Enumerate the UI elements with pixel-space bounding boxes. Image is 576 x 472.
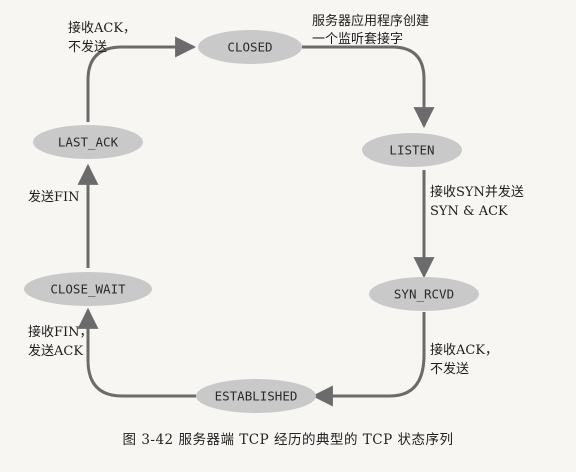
annotation-closed-to-listen-line-2: 一个监听套接字	[312, 31, 403, 47]
state-syn-rcvd-label: SYN_RCVD	[394, 287, 454, 302]
annotation-syn-rcvd-to-established-line-2: 不发送	[430, 361, 469, 377]
annotation-close-wait-to-last-ack: 发送FIN	[28, 189, 80, 205]
arrow-closed-to-listen	[302, 45, 435, 129]
annotation-close-wait-to-last-ack-line-1: 发送FIN	[28, 189, 80, 205]
arrow-syn-rcvd-to-established	[311, 312, 426, 407]
state-last-ack-label: LAST_ACK	[58, 135, 119, 150]
figure-caption: 图 3-42 服务器端 TCP 经历的典型的 TCP 状态序列	[122, 432, 454, 448]
state-close-wait: CLOSE_WAIT	[24, 272, 152, 306]
annotation-closed-to-listen: 服务器应用程序创建 一个监听套接字	[312, 13, 433, 47]
annotation-established-to-close-wait-line-2: 发送ACK	[28, 343, 83, 359]
annotation-listen-to-syn-rcvd: 接收SYN并发送 SYN & ACK	[430, 184, 528, 219]
state-close-wait-label: CLOSE_WAIT	[50, 282, 126, 297]
annotation-last-ack-to-closed: 接收ACK， 不发送	[68, 20, 140, 55]
state-listen: LISTEN	[362, 133, 462, 167]
annotation-closed-to-listen-line-1: 服务器应用程序创建	[312, 13, 429, 29]
annotation-last-ack-to-closed-line-1: 接收ACK，	[68, 20, 136, 36]
state-established: ESTABLISHED	[196, 379, 316, 413]
arrow-established-to-close-wait	[77, 307, 196, 398]
state-closed: CLOSED	[198, 30, 302, 64]
annotation-listen-to-syn-rcvd-line-2: SYN & ACK	[430, 204, 508, 219]
state-last-ack: LAST_ACK	[33, 125, 143, 159]
state-listen-label: LISTEN	[389, 143, 434, 158]
state-syn-rcvd: SYN_RCVD	[369, 277, 479, 311]
arrow-last-ack-to-closed	[86, 36, 197, 122]
annotation-established-to-close-wait-line-1: 接收FIN，	[28, 324, 93, 340]
state-closed-label: CLOSED	[227, 40, 272, 55]
annotation-syn-rcvd-to-established: 接收ACK， 不发送	[430, 342, 502, 377]
annotation-syn-rcvd-to-established-line-1: 接收ACK，	[430, 342, 498, 358]
annotation-listen-to-syn-rcvd-line-1: 接收SYN并发送	[430, 184, 524, 200]
state-established-label: ESTABLISHED	[215, 389, 298, 404]
annotation-last-ack-to-closed-line-2: 不发送	[68, 39, 107, 55]
annotation-established-to-close-wait: 接收FIN， 发送ACK	[28, 324, 97, 359]
